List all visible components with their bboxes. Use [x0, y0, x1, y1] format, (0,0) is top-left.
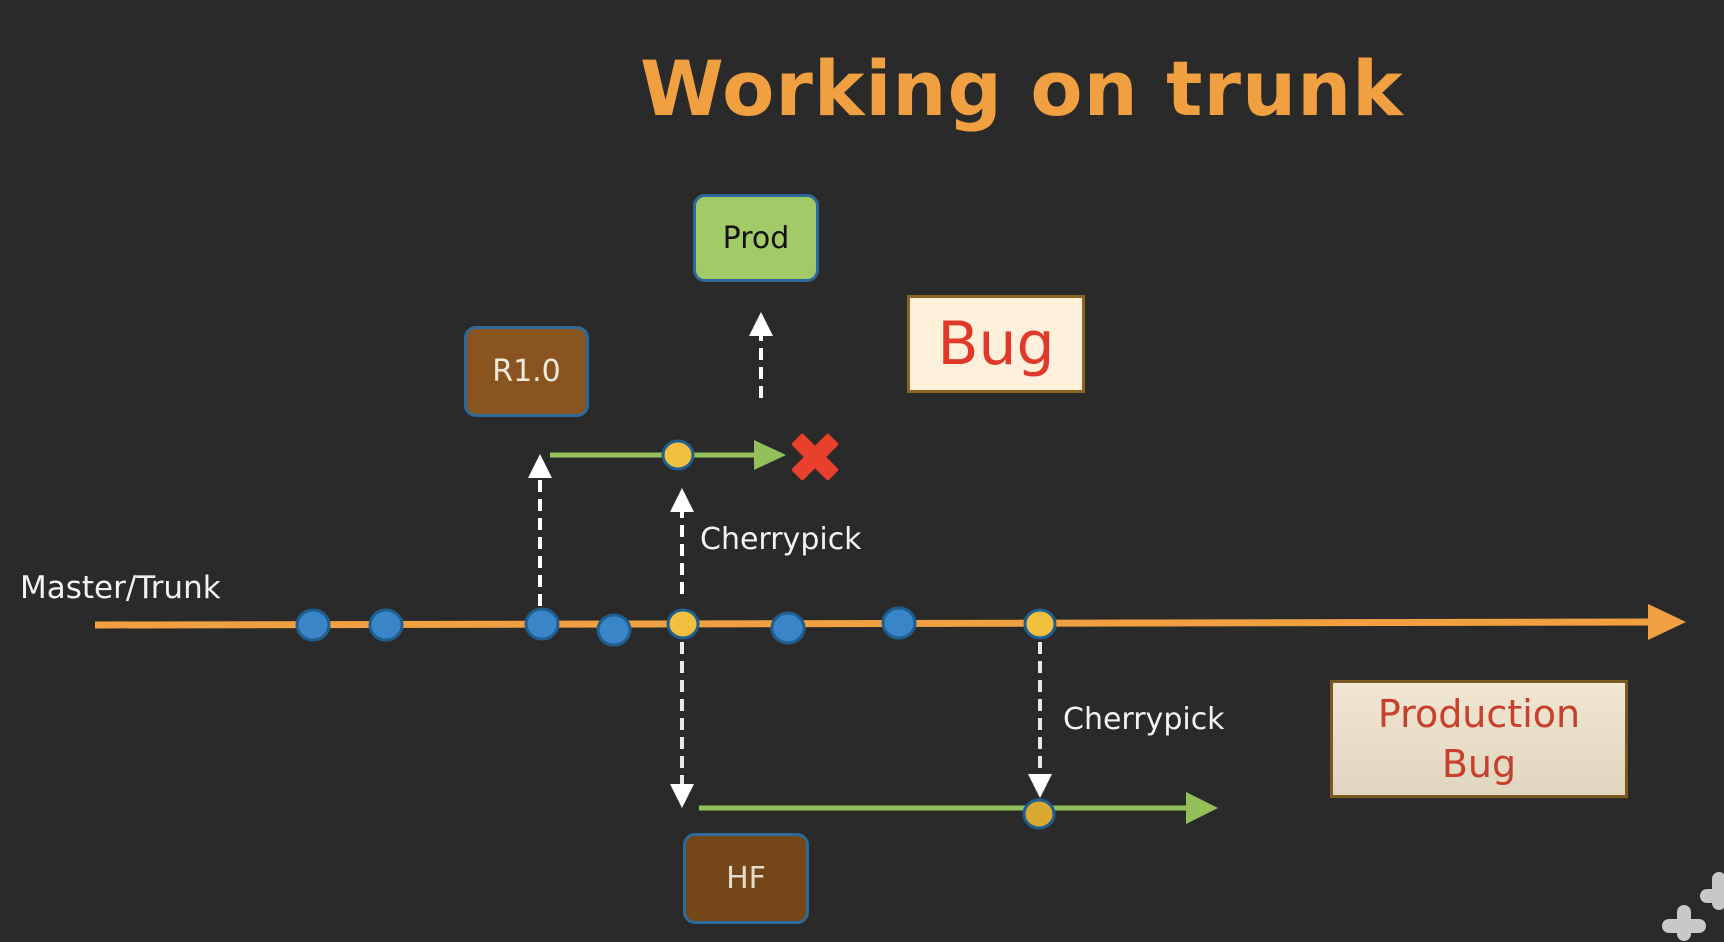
trunk-fix-commit	[666, 608, 700, 640]
release-tag: R1.0	[464, 326, 589, 417]
hotfix-branch-arrowhead	[1186, 792, 1218, 824]
trunk-label: Master/Trunk	[20, 570, 221, 606]
cherrypick-label-lower: Cherrypick	[1063, 702, 1225, 737]
plus-signs-logo-icon	[1662, 872, 1724, 941]
trunk-arrowhead	[1648, 604, 1686, 640]
prod-tag: Prod	[693, 194, 819, 282]
hotfix-tag-label: HF	[726, 861, 766, 896]
trunk-commit	[596, 613, 632, 647]
trunk-fix-commit	[1023, 608, 1057, 640]
bug-callout-label: Bug	[937, 309, 1055, 379]
production-bug-line-2: Bug	[1441, 742, 1517, 786]
trunk-commit	[524, 607, 560, 641]
trunk-line	[94, 618, 1651, 629]
bug-callout: Bug	[907, 295, 1085, 393]
release-tag-label: R1.0	[492, 354, 561, 389]
production-bug-callout: Production Bug	[1330, 680, 1628, 798]
prod-tag-label: Prod	[722, 220, 790, 256]
trunk-commit	[295, 608, 331, 642]
hotfix-fix-commit	[1022, 798, 1056, 830]
trunk-commit	[368, 608, 404, 642]
trunk-commit	[881, 606, 917, 640]
production-bug-line-1: Production	[1377, 692, 1581, 736]
hotfix-tag: HF	[683, 833, 809, 924]
cross-mark-icon	[791, 433, 839, 481]
trunk-commit	[770, 611, 806, 645]
release-fix-commit	[661, 439, 695, 471]
cherrypick-label-upper: Cherrypick	[700, 522, 862, 557]
release-branch-arrowhead	[754, 440, 786, 470]
slide-title: Working on trunk	[640, 44, 1404, 133]
